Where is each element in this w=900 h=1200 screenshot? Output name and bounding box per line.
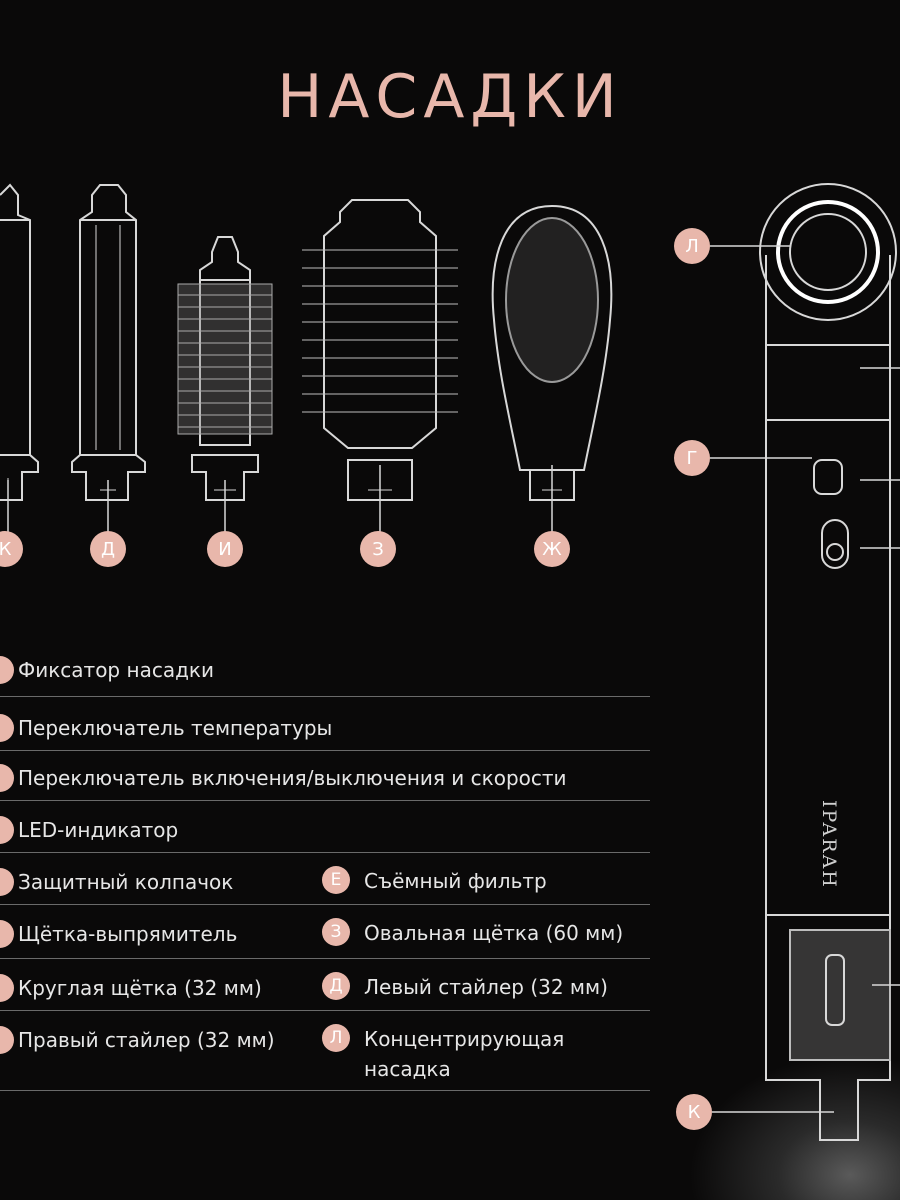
attachment-round-brush (191, 236, 259, 501)
legend-text: Щётка-выпрямитель (18, 922, 238, 946)
marker-d: Д (101, 539, 115, 560)
marker-k-top: К (0, 539, 12, 560)
divider (0, 1090, 650, 1091)
divider (0, 1010, 650, 1011)
legend-badge-2: Е (322, 866, 350, 894)
legend-badge (0, 714, 14, 742)
divider (0, 800, 650, 801)
legend-badge-2: Д (322, 972, 350, 1000)
marker-g: Г (687, 448, 698, 469)
legend-badge (0, 816, 14, 844)
divider (0, 904, 650, 905)
legend-badge-2: З (322, 918, 350, 946)
legend-badge (0, 868, 14, 896)
attachment-straightening-brush (323, 199, 437, 501)
straightening-brush-pins (302, 249, 458, 413)
divider (0, 852, 650, 853)
legend-text: Круглая щётка (32 мм) (18, 976, 262, 1000)
divider (0, 750, 650, 751)
legend-badge (0, 920, 14, 948)
legend-text-2: Овальная щётка (60 мм) (364, 921, 624, 945)
marker-z: З (372, 539, 384, 560)
legend-text-2: Концентрирующая насадка (364, 1027, 565, 1081)
marker-labels: К Д И З Ж Л Г К (0, 236, 701, 1123)
marker-circles (0, 228, 712, 1130)
marker-i: И (218, 539, 231, 560)
marker-zh: Ж (542, 539, 562, 560)
legend-badge (0, 1026, 14, 1054)
legend-text: Правый стайлер (32 мм) (18, 1028, 275, 1052)
marker-l: Л (685, 236, 699, 257)
legend-badge-2: Л (322, 1024, 350, 1052)
dryer-body (759, 183, 897, 1141)
marker-k-bottom: К (688, 1102, 701, 1123)
legend-badge (0, 656, 14, 684)
legend-list: Фиксатор насадки Переключатель температу… (0, 640, 650, 1100)
divider (0, 958, 650, 959)
attachment-left-styler (71, 184, 146, 501)
legend-text: Переключатель температуры (18, 716, 333, 740)
attachment-leader-lines (7, 465, 553, 535)
divider (0, 696, 650, 697)
legend-text: Переключатель включения/выключения и ско… (18, 766, 567, 790)
attachment-oval-brush (491, 204, 613, 501)
legend-badge (0, 764, 14, 792)
legend-text-2: Съёмный фильтр (364, 869, 547, 893)
dryer-leader-lines (710, 245, 900, 1113)
page-title: НАСАДКИ (277, 62, 623, 132)
attachment-right-styler (0, 183, 39, 501)
legend-text: LED-индикатор (18, 818, 179, 842)
legend-badge (0, 974, 14, 1002)
legend-text: Фиксатор насадки (18, 658, 214, 682)
brand-logo: IPARAH (818, 800, 840, 889)
legend-text-2: Левый стайлер (32 мм) (364, 975, 608, 999)
legend-text: Защитный колпачок (18, 870, 234, 894)
round-brush-bristles (177, 283, 273, 435)
